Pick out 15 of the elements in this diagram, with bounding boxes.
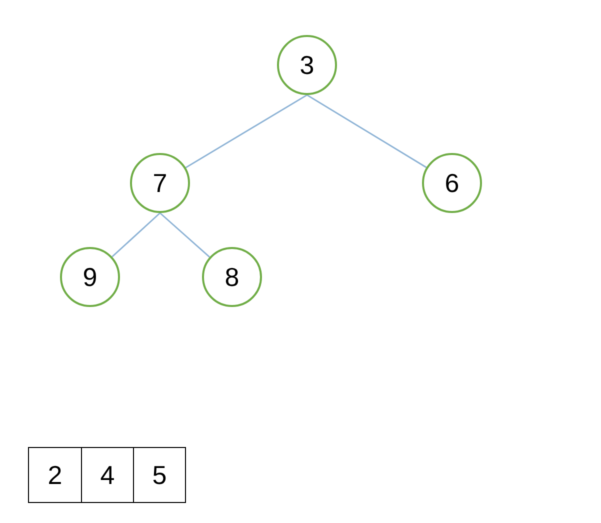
node-value: 6 xyxy=(444,168,460,198)
node-value: 3 xyxy=(300,50,314,80)
connector-line xyxy=(306,94,427,168)
node-value: 4 xyxy=(100,460,115,490)
array-cell xyxy=(81,447,134,503)
connector-line xyxy=(185,94,308,168)
node-value: 9 xyxy=(82,262,98,292)
array-cell xyxy=(133,447,186,503)
connector-line xyxy=(160,212,210,258)
node-value: 8 xyxy=(224,262,240,292)
connector-line xyxy=(112,212,160,258)
node-value: 7 xyxy=(152,168,168,198)
node-value: 2 xyxy=(48,460,62,490)
node-value: 5 xyxy=(152,460,167,490)
array-cell xyxy=(28,447,82,503)
